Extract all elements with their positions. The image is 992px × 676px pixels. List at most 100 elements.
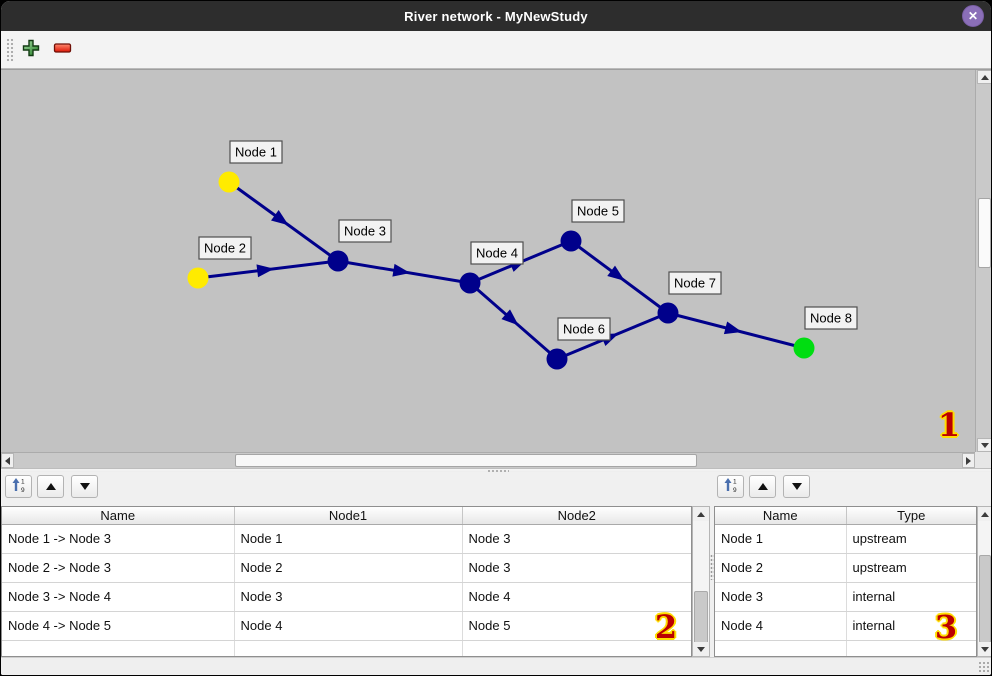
- node-label: Node 5: [577, 204, 619, 219]
- table-cell: Node 3: [462, 553, 691, 583]
- remove-button[interactable]: [51, 37, 75, 61]
- close-button[interactable]: ✕: [962, 5, 984, 27]
- network-node[interactable]: [793, 337, 815, 359]
- node-table-scrollbar[interactable]: [977, 506, 991, 657]
- node-move-up-button[interactable]: [749, 475, 776, 498]
- network-node[interactable]: [187, 267, 209, 289]
- edge-arrow-icon: [723, 321, 742, 335]
- node-label-box[interactable]: [198, 236, 252, 260]
- arrow-down-icon: [697, 646, 705, 652]
- table-cell: Node 2 -> Node 3: [2, 553, 235, 583]
- network-node[interactable]: [657, 302, 679, 324]
- scroll-left-button[interactable]: [1, 453, 14, 468]
- column-header[interactable]: Node1: [234, 507, 463, 525]
- table-cell: Node 3: [715, 582, 847, 612]
- node-label-box[interactable]: [668, 271, 722, 295]
- column-header[interactable]: Node2: [462, 507, 691, 525]
- scroll-down-button[interactable]: [693, 642, 709, 656]
- table-cell: internal: [846, 582, 976, 612]
- node-label: Node 7: [674, 276, 716, 291]
- node-label-box[interactable]: [229, 140, 283, 164]
- toolbar-drag-handle[interactable]: [6, 38, 15, 62]
- node-label-box[interactable]: [338, 219, 392, 243]
- table-cell: Node 5: [462, 611, 691, 641]
- vertical-scroll-thumb[interactable]: [978, 198, 991, 268]
- arrow-up-icon: [980, 74, 989, 80]
- canvas-vertical-scrollbar[interactable]: [975, 70, 991, 452]
- up-triangle-icon: [45, 483, 56, 490]
- reach-move-down-button[interactable]: [71, 475, 98, 498]
- svg-text:1: 1: [733, 479, 737, 486]
- reach-sort-button[interactable]: 1 9: [5, 475, 32, 498]
- scrollbar-corner: [975, 452, 991, 468]
- column-header[interactable]: Name: [715, 507, 847, 525]
- up-triangle-icon: [757, 483, 768, 490]
- sort-ascending-icon: 1 9: [723, 477, 739, 496]
- add-button[interactable]: [19, 37, 43, 61]
- arrow-down-icon: [980, 442, 989, 448]
- node-sort-button[interactable]: 1 9: [717, 475, 744, 498]
- scroll-right-button[interactable]: [962, 453, 975, 468]
- node-label-box[interactable]: [804, 306, 858, 330]
- scroll-up-button[interactable]: [977, 70, 991, 84]
- scroll-up-button[interactable]: [693, 507, 709, 521]
- table-row-empty: [2, 640, 691, 656]
- table-cell: Node 3: [462, 524, 691, 554]
- table-cell: upstream: [846, 553, 976, 583]
- node-move-down-button[interactable]: [783, 475, 810, 498]
- main-toolbar: [1, 31, 991, 68]
- red-minus-icon: [53, 42, 73, 57]
- table-cell: upstream: [846, 524, 976, 554]
- scroll-up-button[interactable]: [978, 507, 991, 521]
- network-node[interactable]: [546, 348, 568, 370]
- node-label: Node 1: [235, 145, 277, 160]
- network-node[interactable]: [560, 230, 582, 252]
- reach-table-scrollbar[interactable]: [692, 506, 710, 657]
- table-cell: Node 4 -> Node 5: [2, 611, 235, 641]
- table-row-empty: [715, 640, 976, 656]
- table-cell: Node 1 -> Node 3: [2, 524, 235, 554]
- titlebar[interactable]: River network - MyNewStudy ✕: [1, 1, 991, 31]
- node-label-box[interactable]: [557, 317, 611, 341]
- node-label-box[interactable]: [571, 199, 625, 223]
- table-cell: Node 1: [715, 524, 847, 554]
- svg-text:1: 1: [21, 479, 25, 486]
- down-triangle-icon: [791, 483, 802, 490]
- network-node[interactable]: [327, 250, 349, 272]
- scroll-thumb[interactable]: [694, 591, 708, 644]
- reach-move-up-button[interactable]: [37, 475, 64, 498]
- network-node[interactable]: [459, 272, 481, 294]
- edge-arrow-icon: [256, 264, 275, 278]
- node-label-box[interactable]: [470, 241, 524, 265]
- node-label: Node 3: [344, 224, 386, 239]
- canvas-horizontal-scrollbar[interactable]: [1, 452, 975, 468]
- scroll-down-button[interactable]: [978, 642, 991, 656]
- network-node[interactable]: [218, 171, 240, 193]
- status-bar: [1, 657, 991, 675]
- scroll-down-button[interactable]: [977, 438, 991, 452]
- table-cell: [715, 640, 847, 656]
- table-cell: Node 4: [462, 582, 691, 612]
- edge-arrow-icon: [271, 209, 289, 226]
- horizontal-scroll-thumb[interactable]: [235, 454, 697, 467]
- column-header[interactable]: Name: [2, 507, 235, 525]
- scroll-thumb[interactable]: [979, 555, 991, 643]
- vertical-splitter[interactable]: [710, 554, 714, 580]
- arrow-up-icon: [697, 511, 705, 517]
- node-label: Node 6: [563, 322, 605, 337]
- horizontal-splitter[interactable]: [1, 468, 991, 472]
- arrow-left-icon: [5, 456, 10, 465]
- resize-grip-icon[interactable]: [978, 661, 990, 673]
- column-header[interactable]: Type: [846, 507, 976, 525]
